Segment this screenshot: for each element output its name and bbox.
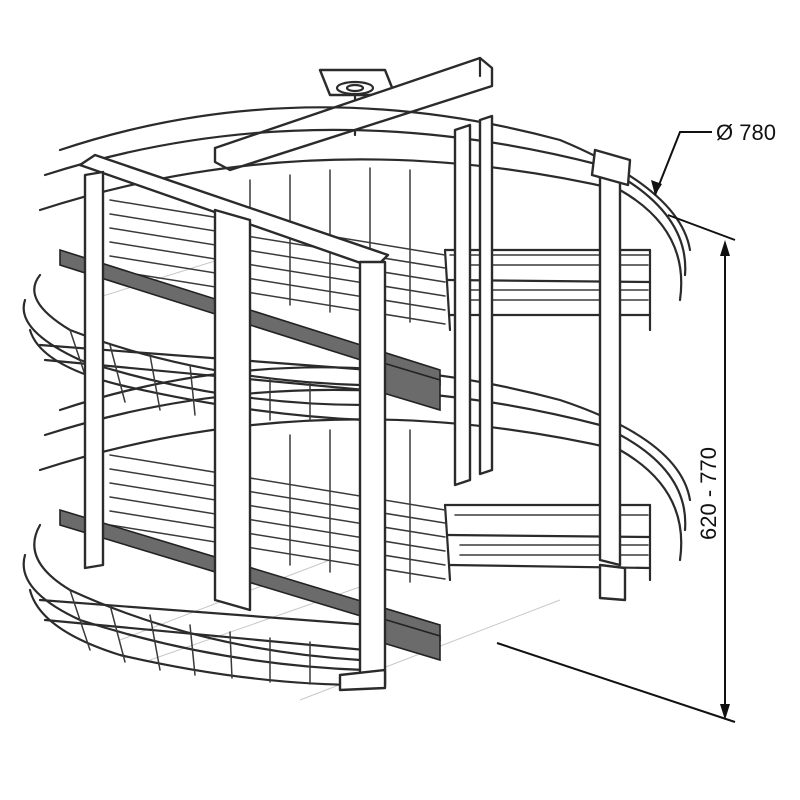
top-cross-beam-back [213, 56, 494, 172]
front-frame [78, 153, 390, 692]
upper-front-basket [22, 273, 372, 422]
diameter-label: Ø 780 [716, 120, 776, 145]
pivot-mount [318, 68, 397, 137]
lower-back-basket [38, 366, 692, 602]
height-label: 620 - 770 [696, 447, 721, 540]
right-uprights [453, 114, 632, 567]
diameter-callout: Ø 780 [651, 120, 776, 196]
height-dimension: 620 - 770 [496, 214, 736, 723]
lower-front-basket [22, 523, 372, 687]
